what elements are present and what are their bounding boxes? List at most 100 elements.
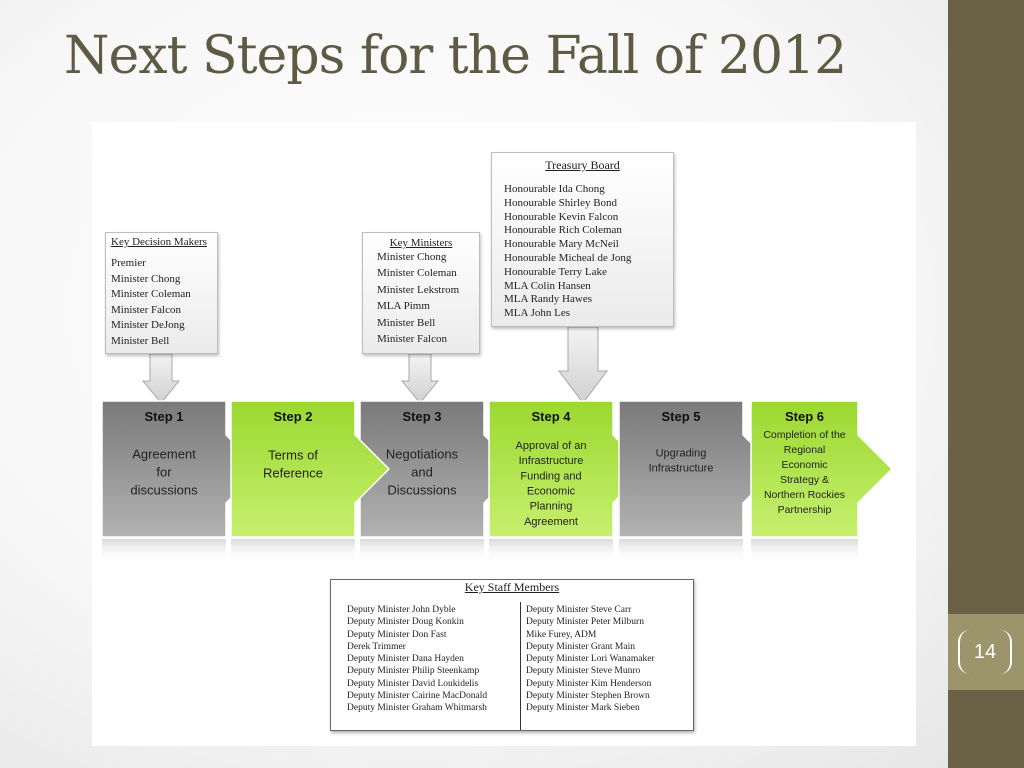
step-reflection: [360, 539, 484, 563]
list-item: Minister Bell: [111, 334, 170, 347]
down-arrow-icon: [558, 326, 608, 404]
step-description-line: Infrastructure: [649, 462, 714, 474]
list-item: Honourable Kevin Falcon: [504, 210, 619, 223]
step-shape: [230, 400, 391, 538]
step-description-line: Approval of an: [516, 440, 587, 452]
treasury-board-box: Treasury Board Honourable Ida Chong Hono…: [491, 152, 674, 327]
step-4-chevron: Step 4 Approval of an InfrastructureFundin…: [488, 400, 649, 563]
step-reflection: [231, 539, 355, 563]
list-item: Minister Falcon: [377, 333, 447, 346]
step-description-line: Strategy &: [780, 474, 829, 486]
step-description-line: discussions: [130, 483, 198, 498]
list-item: MLA Randy Hawes: [504, 293, 592, 306]
list-item: Deputy Minister Steve Munro: [526, 666, 641, 677]
list-item: Deputy Minister Stephen Brown: [526, 691, 650, 702]
list-item: MLA Pimm: [377, 300, 430, 313]
list-item: Minister Falcon: [111, 303, 181, 316]
step-description-line: Infrastructure: [519, 455, 584, 467]
down-arrow-icon: [400, 353, 440, 404]
list-item: Deputy Minister Grant Main: [526, 641, 635, 652]
step-label: Step 3: [402, 409, 441, 424]
key-staff-title: Key Staff Members: [464, 580, 560, 594]
step-description-line: Upgrading: [656, 447, 707, 459]
step-description-line: Funding and: [520, 470, 581, 482]
step-reflection: [489, 539, 613, 563]
list-item: Minister Chong: [377, 251, 447, 263]
step-reflection: [102, 539, 226, 563]
list-item: Deputy Minister Mark Sieben: [526, 703, 640, 714]
step-description-line: Economic: [527, 485, 576, 497]
list-item: Deputy Minister Cairine MacDonald: [347, 691, 488, 702]
treasury-board-title: Treasury Board: [545, 158, 620, 172]
step-description-line: Completion of the: [763, 429, 845, 441]
step-description-line: Agreement: [132, 447, 196, 462]
step-description-line: Economic: [781, 459, 827, 471]
step-description-line: Negotiations: [386, 447, 459, 462]
list-item: Premier: [111, 257, 146, 269]
page-number: 14: [958, 630, 1012, 674]
list-item: Honourable Micheal de Jong: [504, 251, 632, 264]
step-2-chevron: Step 2 Terms of Reference: [230, 400, 391, 563]
list-item: Deputy Minister Doug Konkin: [347, 617, 464, 628]
step-description-line: Regional: [784, 444, 825, 456]
list-item: Deputy Minister Don Fast: [347, 629, 447, 640]
step-description-line: and: [411, 465, 433, 480]
key-decision-makers-box: Key Decision Makers Premier Minister Cho…: [105, 232, 218, 354]
step-description-line: Planning: [530, 501, 573, 513]
list-item: Minister Coleman: [377, 267, 457, 280]
column-divider: [520, 602, 521, 730]
list-item: Honourable Shirley Bond: [504, 196, 618, 209]
list-item: Minister Coleman: [111, 288, 191, 300]
key-ministers-box: Key Ministers Minister Chong Minister Co…: [362, 232, 480, 354]
slide-title: Next Steps for the Fall of 2012: [64, 26, 847, 86]
step-description-line: Agreement: [524, 516, 578, 528]
list-item: Deputy Minister David Loukidelis: [347, 678, 479, 689]
step-label: Step 1: [144, 409, 183, 424]
step-reflection: [619, 539, 743, 563]
step-description-line: Northern Rockies: [764, 489, 845, 501]
step-description-line: Reference: [263, 466, 323, 481]
step-description-line: Terms of: [268, 448, 318, 463]
list-item: Honourable Rich Coleman: [504, 224, 622, 237]
key-staff-box: Key Staff Members Deputy Minister John D…: [330, 579, 694, 731]
step-reflection: [751, 539, 858, 563]
staff-column-right: Deputy Minister Steve Carr Deputy Minist…: [526, 604, 655, 715]
list-item: Deputy Minister Peter Milburn: [526, 617, 644, 628]
list-item: Honourable Ida Chong: [504, 183, 605, 195]
list-item: Deputy Minister Lori Wanamaker: [526, 654, 655, 665]
step-label: Step 5: [661, 409, 700, 424]
key-ministers-title: Key Ministers: [389, 237, 453, 249]
step-description-line: Partnership: [778, 504, 832, 516]
list-item: MLA Colin Hansen: [504, 279, 591, 292]
list-item: Deputy Minister John Dyble: [347, 605, 456, 615]
list-item: Deputy Minister Steve Carr: [526, 605, 632, 615]
list-item: Honourable Mary McNeil: [504, 238, 619, 251]
list-item: Derek Trimmer: [347, 641, 406, 652]
step-6-chevron: Step 6 Completion of theRegionalEconomicS…: [750, 400, 894, 563]
step-shape: [750, 400, 894, 538]
down-arrow-icon: [141, 353, 181, 404]
staff-column-left: Deputy Minister John Dyble Deputy Minist…: [347, 604, 487, 715]
list-item: Minister Lekstrom: [377, 283, 460, 296]
list-item: Minister Chong: [111, 272, 181, 285]
step-1-chevron: Step 1 Agreement for discussions: [101, 400, 262, 563]
list-item: MLA John Les: [504, 307, 570, 320]
list-item: Mike Furey, ADM: [526, 629, 597, 640]
list-item: Deputy Minister Dana Hayden: [347, 654, 464, 665]
list-item: Minister Bell: [377, 316, 436, 329]
list-item: Deputy Minister Philip Steenkamp: [347, 666, 480, 677]
key-decision-makers-title: Key Decision Makers: [111, 236, 207, 248]
step-label: Step 4: [531, 409, 571, 424]
list-item: Honourable Terry Lake: [504, 265, 607, 278]
step-description-line: Discussions: [387, 483, 457, 498]
list-item: Deputy Minister Kim Henderson: [526, 678, 652, 689]
list-item: Deputy Minister Graham Whitmarsh: [347, 703, 487, 714]
list-item: Minister DeJong: [111, 319, 185, 331]
page-number-tab: 14: [948, 614, 1024, 690]
step-label: Step 2: [273, 409, 312, 424]
step-description-line: for: [156, 465, 172, 480]
step-label: Step 6: [785, 409, 824, 424]
